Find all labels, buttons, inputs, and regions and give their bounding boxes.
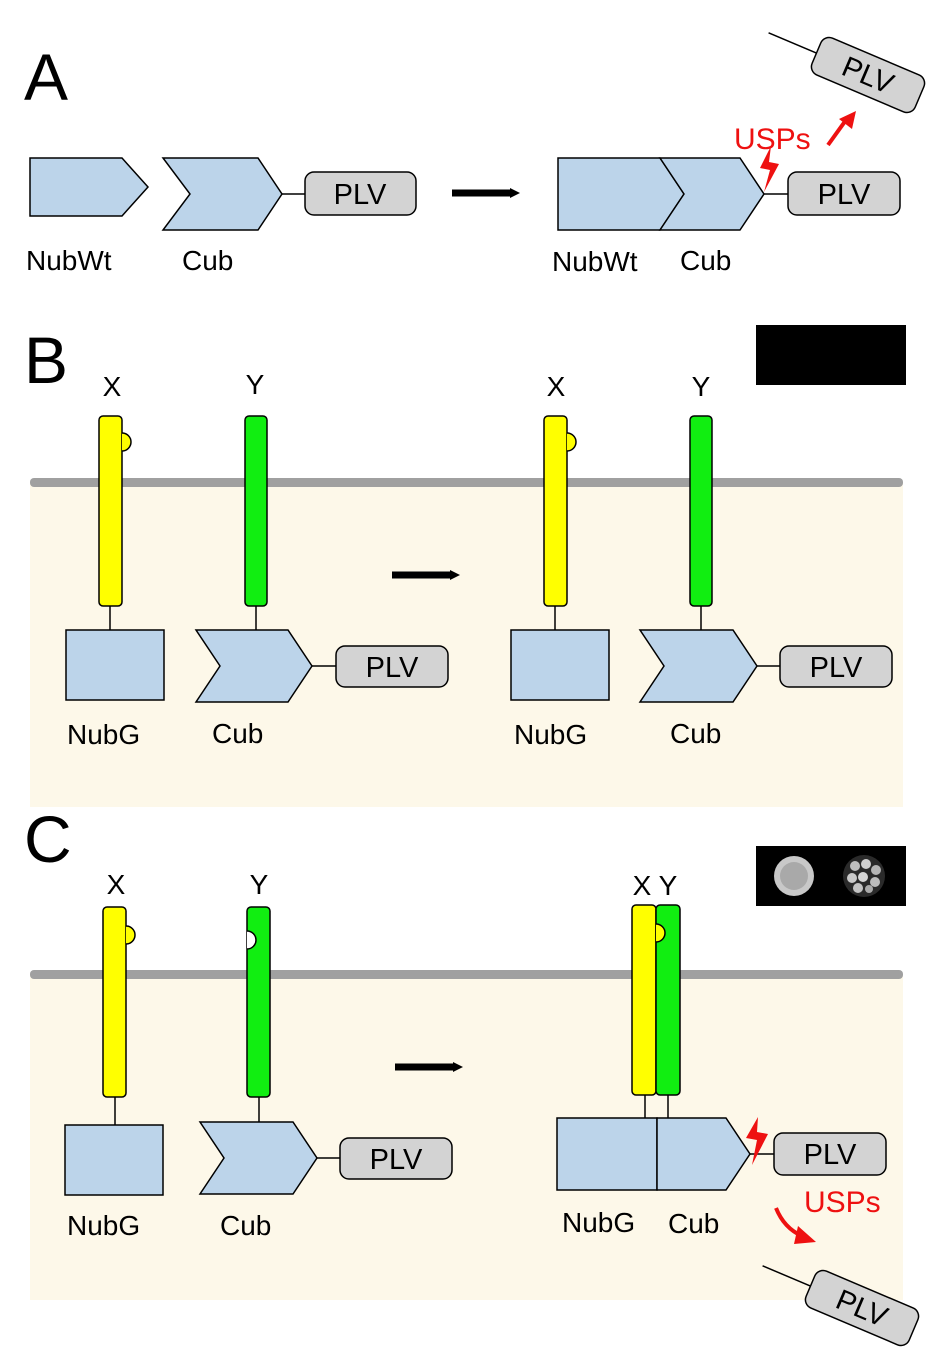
plv-label: PLV [334,179,387,211]
prey-label: Y [250,869,269,900]
cub-domain [198,1121,318,1195]
cub-domain [658,157,765,231]
growth-colonies-image [756,846,906,906]
plv-label: PLV [810,652,863,684]
cub-label: Cub [212,718,263,749]
plv-reporter [339,1137,453,1180]
panel-letter-c: C [24,802,72,876]
bait-protein-x [631,904,657,1096]
nubg-domain [64,1124,164,1196]
panel-b: B X NubG Y PLV Cub X NubG [24,323,906,807]
bait-protein-x [543,415,568,607]
cub-label: Cub [182,245,233,276]
cub-label: Cub [680,245,731,276]
prey-label: Y [246,369,265,400]
panel-c-right-complex: X Y PLV NubG Cub USPs PLV [556,870,920,1347]
membrane [30,970,903,979]
usps-label: USPs [734,123,811,156]
bait-binding-knob [566,432,577,452]
nubwt-label: NubWt [552,246,638,277]
cub-domain [194,629,313,703]
bait-label: X [547,371,566,402]
nubg-domain [510,629,610,701]
plv-reporter [787,171,901,216]
prey-protein-y [689,415,713,607]
nubg-domain [65,629,165,701]
nubwt-domain [557,157,685,231]
prey-protein-y [244,415,268,607]
plv-label: PLV [370,1144,423,1176]
plv-reporter [335,645,449,688]
nubg-label: NubG [67,1210,140,1241]
plv-label: PLV [804,1139,857,1171]
bait-label: X [103,371,122,402]
cub-domain [638,629,758,703]
panel-c-left-pair: X NubG Y PLV Cub [64,869,453,1241]
cytoplasm [30,482,903,807]
release-arrow-icon [826,118,848,147]
cub-label: Cub [668,1208,719,1239]
prey-label: Y [692,371,711,402]
plv-label: PLV [818,179,871,211]
released-plv: PLV [762,1265,920,1347]
cub-label: Cub [670,718,721,749]
nubg-domain [556,1117,658,1191]
bait-binding-knob [655,923,666,943]
plv-label: PLV [366,652,419,684]
plv-reporter [304,171,417,216]
nubg-label: NubG [514,719,587,750]
panel-a-left-construct: PLV NubWt Cub [26,157,417,276]
panel-b-right-pair: X NubG Y PLV Cub [510,371,893,750]
bait-binding-knob [125,925,136,945]
panel-letter-b: B [24,323,68,397]
cub-domain [161,157,283,231]
nubwt-label: NubWt [26,245,112,276]
prey-binding-pocket [246,930,257,950]
cleavage-bolt-icon [760,146,779,192]
growth-result-box [756,325,906,385]
panel-letter-a: A [24,40,68,114]
prey-label: Y [659,870,678,901]
panel-a: A PLV NubWt Cub PLV USPs NubWt Cub [24,32,926,277]
nubg-label: NubG [562,1207,635,1238]
bait-binding-knob [121,432,132,452]
panel-c: C X NubG Y [24,802,920,1347]
cub-label: Cub [220,1210,271,1241]
bait-protein-x [98,415,123,607]
usps-label: USPs [804,1186,881,1219]
plv-reporter [773,1132,887,1176]
bait-label: X [633,870,652,901]
cub-domain [656,1117,751,1191]
membrane [30,478,903,487]
plv-reporter [779,645,893,688]
nubwt-domain [29,157,150,217]
panel-a-right-construct: PLV USPs NubWt Cub PLV [552,32,926,277]
cleavage-bolt-icon [746,1117,768,1165]
bait-protein-x [102,906,127,1098]
panel-b-left-pair: X NubG Y PLV Cub [65,369,449,750]
nubg-label: NubG [67,719,140,750]
released-plv: PLV [768,32,926,114]
bait-label: X [107,869,126,900]
